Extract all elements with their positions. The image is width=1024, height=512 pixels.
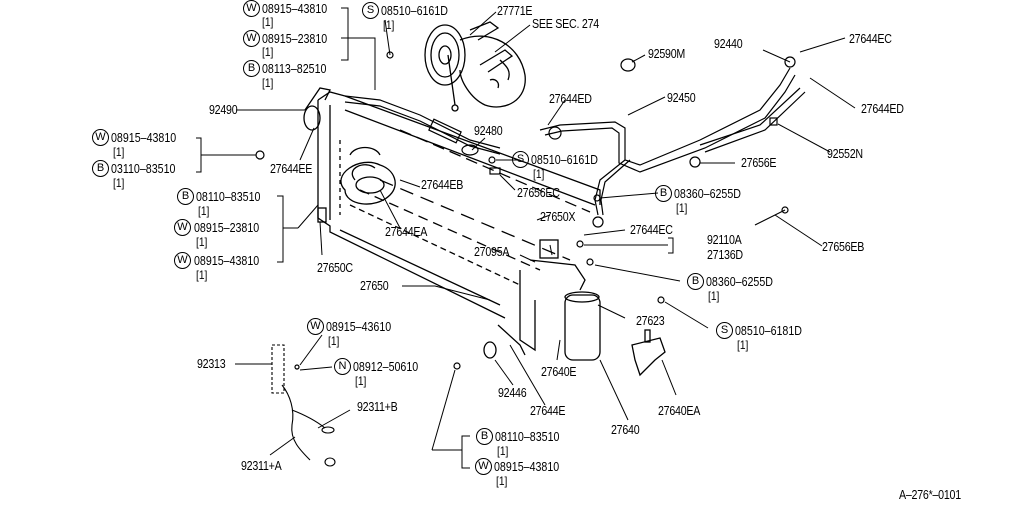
part-label-27623[interactable]: 27623: [636, 313, 665, 328]
screw-badge: S: [512, 151, 529, 168]
part-code[interactable]: 08110–83510: [196, 189, 261, 204]
part-code[interactable]: 08510–6181D: [735, 323, 802, 338]
screw-badge: S: [362, 2, 379, 19]
compressor-illustration: [424, 21, 526, 112]
reference-note[interactable]: SEE SEC. 274: [532, 16, 599, 31]
part-label-27644ea[interactable]: 27644EA: [385, 224, 428, 239]
part-label-27644ec-top[interactable]: 27644EC: [849, 31, 892, 46]
part-code[interactable]: 08915–43810: [194, 253, 260, 268]
part-code[interactable]: 08360–6255D: [674, 186, 741, 201]
quantity: [1]: [198, 204, 210, 218]
part-code[interactable]: 08915–23810: [194, 220, 260, 235]
part-label-27656eb[interactable]: 27656EB: [822, 239, 865, 254]
quantity: [1]: [737, 338, 749, 352]
washer-badge: W: [307, 318, 324, 335]
quantity: [1]: [383, 18, 395, 32]
quantity: [1]: [708, 289, 720, 303]
figure-code: A–276*–0101: [899, 487, 961, 502]
part-code[interactable]: 03110–83510: [111, 161, 176, 176]
bolt-badge: B: [476, 428, 493, 445]
part-label-92440[interactable]: 92440: [714, 36, 743, 51]
washer-badge: W: [174, 219, 191, 236]
part-label-92552n[interactable]: 92552N: [827, 146, 863, 161]
part-label-27644e[interactable]: 27644E: [530, 403, 566, 418]
part-label-92446[interactable]: 92446: [498, 385, 527, 400]
screw-badge: S: [716, 322, 733, 339]
quantity: [1]: [496, 474, 508, 488]
part-label-27644ec-mid[interactable]: 27644EC: [630, 222, 673, 237]
harness-illustration: [271, 344, 336, 467]
part-label-92450[interactable]: 92450: [667, 90, 696, 105]
part-label-27644ed-right[interactable]: 27644ED: [861, 101, 904, 116]
part-label-92313[interactable]: 92313: [197, 356, 226, 371]
part-code[interactable]: 08110–83510: [495, 429, 560, 444]
washer-badge: W: [174, 252, 191, 269]
washer-badge: W: [92, 129, 109, 146]
part-label-27640e[interactable]: 27640E: [541, 364, 577, 379]
washer-badge: W: [475, 458, 492, 475]
part-label-27644eb[interactable]: 27644EB: [421, 177, 464, 192]
nut-badge: N: [334, 358, 351, 375]
quantity: [1]: [262, 45, 274, 59]
part-code[interactable]: 08915–43610: [326, 319, 392, 334]
part-label-27136d[interactable]: 27136D: [707, 247, 743, 262]
quantity: [1]: [196, 235, 208, 249]
part-code[interactable]: 08915–43810: [494, 459, 560, 474]
part-label-27640[interactable]: 27640: [611, 422, 640, 437]
bolt-badge: B: [687, 273, 704, 290]
quantity: [1]: [262, 76, 274, 90]
quantity: [1]: [262, 15, 274, 29]
part-label-27656e[interactable]: 27656E: [741, 155, 777, 170]
part-code[interactable]: 08912–50610: [353, 359, 419, 374]
quantity: [1]: [355, 374, 367, 388]
quantity: [1]: [196, 268, 208, 282]
part-label-27095a[interactable]: 27095A: [474, 244, 510, 259]
quantity: [1]: [328, 334, 340, 348]
part-label-27650c[interactable]: 27650C: [317, 260, 353, 275]
hose-lines: [344, 56, 806, 228]
part-code[interactable]: 08915–43810: [262, 1, 328, 16]
part-label-92590m[interactable]: 92590M: [648, 46, 686, 61]
receiver-drier-illustration: [483, 239, 666, 377]
bolt-badge: B: [243, 60, 260, 77]
part-label-92110a[interactable]: 92110A: [707, 232, 742, 247]
quantity: [1]: [676, 201, 688, 215]
part-label-27650[interactable]: 27650: [360, 278, 389, 293]
part-label-27656ec[interactable]: 27656EC: [517, 185, 560, 200]
leader-lines: [196, 7, 856, 469]
part-label-92480[interactable]: 92480: [474, 123, 503, 138]
part-label-27640ea[interactable]: 27640EA: [658, 403, 701, 418]
washer-badge: W: [243, 30, 260, 47]
part-code[interactable]: 08510–6161D: [381, 3, 448, 18]
quantity: [1]: [113, 145, 125, 159]
quantity: [1]: [497, 444, 509, 458]
part-code[interactable]: 08113–82510: [262, 61, 327, 76]
part-label-92311-b[interactable]: 92311+B: [357, 399, 398, 414]
quantity: [1]: [113, 176, 125, 190]
fastener-illustrations: [255, 51, 789, 370]
part-label-27650x[interactable]: 27650X: [540, 209, 576, 224]
part-label-27644ee[interactable]: 27644EE: [270, 161, 313, 176]
bolt-badge: B: [92, 160, 109, 177]
part-label-27644ed-center[interactable]: 27644ED: [549, 91, 592, 106]
part-code[interactable]: 08360–6255D: [706, 274, 773, 289]
quantity: [1]: [533, 167, 545, 181]
part-label-92490[interactable]: 92490: [209, 102, 238, 117]
part-code[interactable]: 08510–6161D: [531, 152, 598, 167]
bolt-badge: B: [177, 188, 194, 205]
part-code[interactable]: 08915–23810: [262, 31, 328, 46]
part-label-92311-a[interactable]: 92311+A: [241, 458, 282, 473]
washer-badge: W: [243, 0, 260, 17]
condenser-illustration: [303, 87, 601, 319]
bolt-badge: B: [655, 185, 672, 202]
part-code[interactable]: 08915–43810: [111, 130, 177, 145]
part-label-27771e[interactable]: 27771E: [497, 3, 533, 18]
